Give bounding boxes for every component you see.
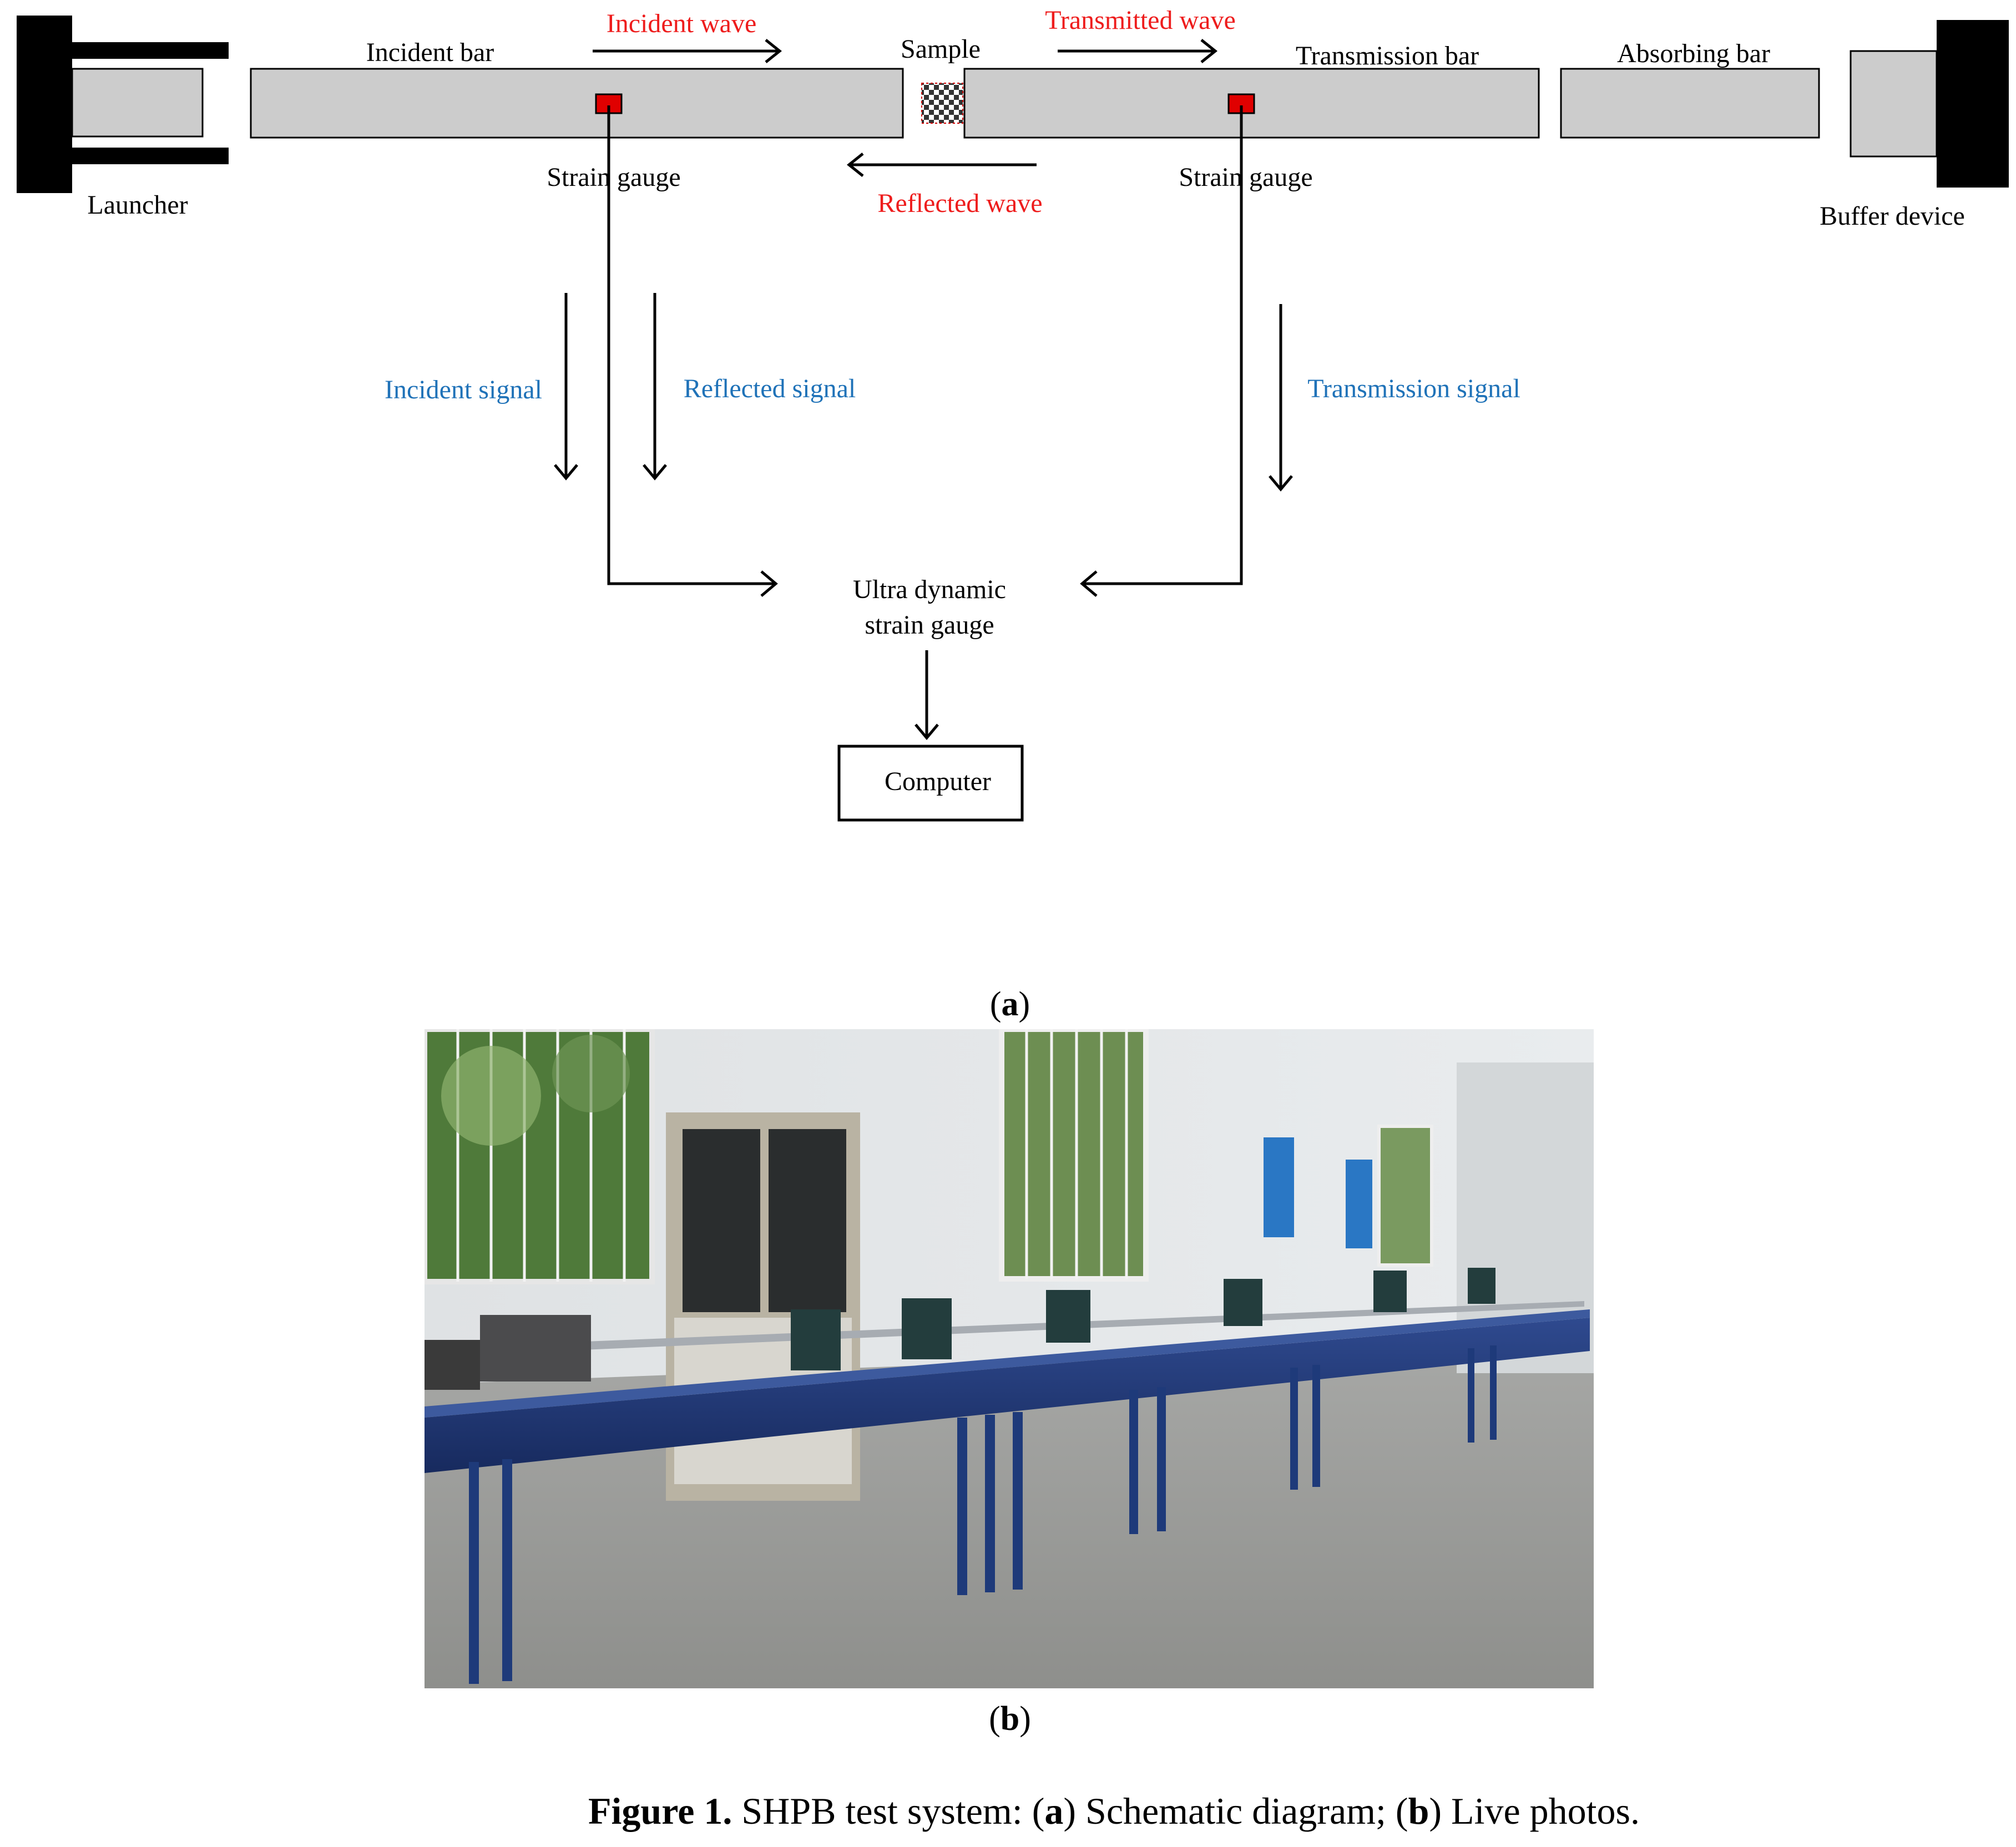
signal-wires <box>607 105 1243 597</box>
strain-gauge-right-label: Strain gauge <box>1179 163 1312 192</box>
incident-signal-label: Incident signal <box>385 375 542 404</box>
reflected-wave-label: Reflected wave <box>877 189 1042 218</box>
launcher-label: Launcher <box>87 190 188 220</box>
schematic-diagram: Launcher Incident bar Sample Transmissio… <box>17 6 2009 822</box>
incident-signal-arrow <box>554 293 578 480</box>
transmitted-wave-arrow <box>1058 39 1218 63</box>
ultra-dynamic-label-line2: strain gauge <box>865 610 994 640</box>
incident-bar-label: Incident bar <box>366 38 494 67</box>
subcaption-a: (a) <box>989 985 1030 1023</box>
sample-label: Sample <box>901 34 981 64</box>
buffer-device-label: Buffer device <box>1820 201 1965 231</box>
buffer-device <box>1850 20 2009 188</box>
incident-wave-arrow <box>593 39 782 63</box>
incident-bar <box>250 68 904 139</box>
transmission-signal-arrow <box>1269 304 1293 492</box>
computer-box <box>837 745 1024 822</box>
reflected-signal-label: Reflected signal <box>684 374 856 403</box>
absorbing-bar-label: Absorbing bar <box>1617 39 1770 68</box>
reflected-wave-arrow <box>846 153 1037 177</box>
sample <box>921 83 963 124</box>
incident-wave-label: Incident wave <box>607 9 757 38</box>
absorbing-bar <box>1560 68 1820 139</box>
computer-label: Computer <box>885 767 991 796</box>
strain-gauge-left-label: Strain gauge <box>547 163 680 192</box>
transmission-bar-label: Transmission bar <box>1296 41 1479 70</box>
transmitted-wave-label: Transmitted wave <box>1045 6 1236 35</box>
reflected-signal-arrow <box>643 293 667 480</box>
to-computer-arrow <box>914 650 939 740</box>
transmission-signal-label: Transmission signal <box>1307 374 1520 403</box>
ultra-dynamic-label-line1: Ultra dynamic <box>853 575 1006 604</box>
live-photo <box>425 1029 1594 1688</box>
subcaption-b: (b) <box>989 1700 1031 1738</box>
figure-caption: Figure 1. SHPB test system: (a) Schemati… <box>588 1790 1640 1832</box>
launcher <box>17 16 229 193</box>
